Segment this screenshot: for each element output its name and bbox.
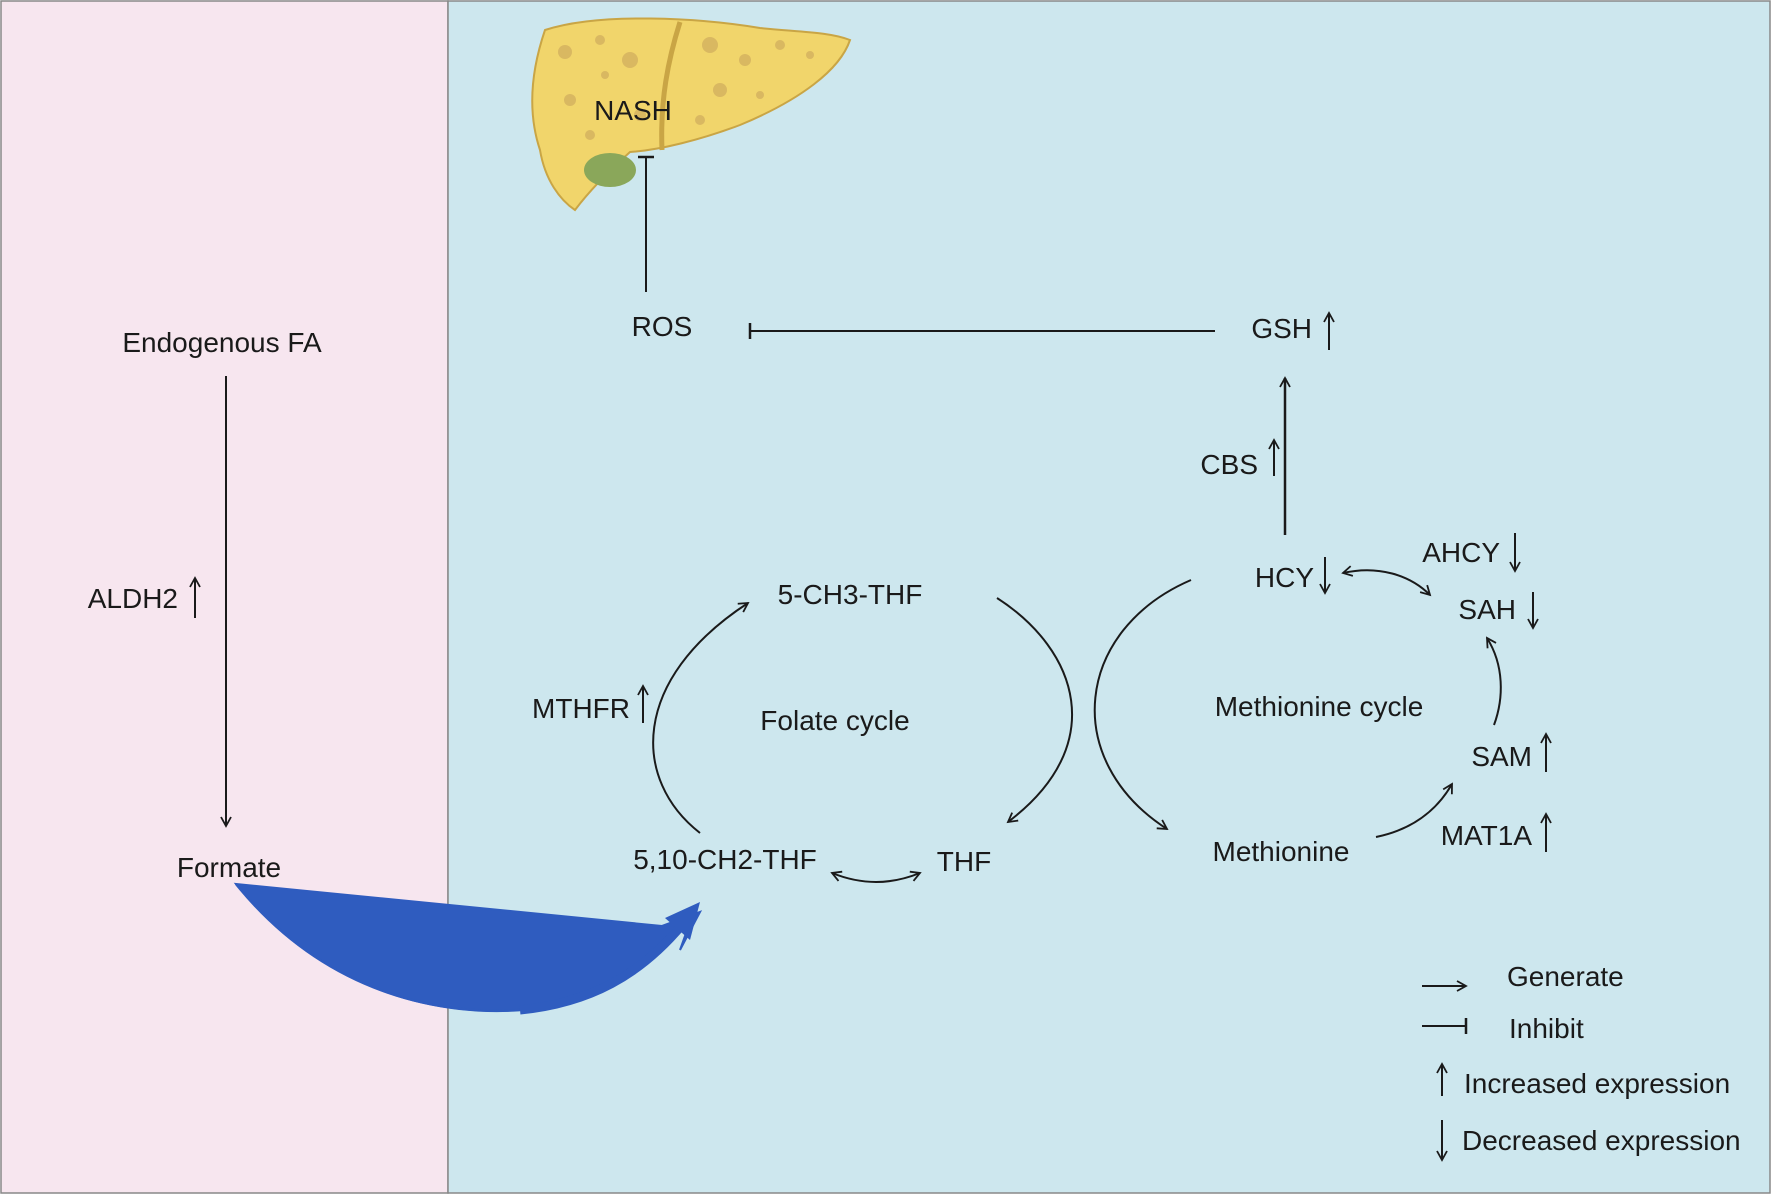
formate-arrow-head	[665, 902, 700, 940]
legend: Generate Inhibit Increased expression De…	[1422, 961, 1741, 1162]
ahcy-label: AHCY	[1422, 537, 1500, 568]
mthfr-label: MTHFR	[532, 693, 630, 724]
liver-icon	[531, 17, 852, 212]
methionine-to-sam-arrow	[1375, 782, 1453, 838]
ch3-thf-label: 5-CH3-THF	[778, 579, 923, 610]
aldh2-label: ALDH2	[88, 583, 178, 614]
ch2thf-to-ch3thf-arrow	[652, 601, 750, 834]
ch3thf-to-thf-arrow	[996, 597, 1073, 824]
methionine-cycle-label: Methionine cycle	[1215, 691, 1424, 722]
formate-arrow-thick-end	[519, 922, 686, 1015]
formate-arrow-thin-start	[235, 883, 521, 1013]
left-panel-background	[0, 0, 449, 1194]
nash-label: NASH	[594, 95, 672, 126]
mat1a-label: MAT1A	[1441, 820, 1533, 851]
right-panel-background	[447, 0, 1771, 1194]
hcy-to-methionine-arrow	[1093, 579, 1192, 831]
thf-label: THF	[937, 846, 991, 877]
gsh-label: GSH	[1251, 313, 1312, 344]
cbs-label: CBS	[1200, 449, 1258, 480]
ros-label: ROS	[632, 311, 693, 342]
endogenous-fa-label: Endogenous FA	[122, 327, 322, 358]
folate-cycle-label: Folate cycle	[760, 705, 909, 736]
methionine-label: Methionine	[1213, 836, 1350, 867]
hcy-label: HCY	[1255, 562, 1314, 593]
legend-inhibit-label: Inhibit	[1509, 1013, 1584, 1044]
legend-increased-label: Increased expression	[1464, 1068, 1730, 1099]
sam-to-sah-arrow	[1486, 636, 1502, 726]
hcy-sah-bidirectional-arrow	[1341, 565, 1432, 597]
legend-generate-label: Generate	[1507, 961, 1624, 992]
formate-label: Formate	[177, 852, 281, 883]
sam-label: SAM	[1471, 741, 1532, 772]
legend-decreased-label: Decreased expression	[1462, 1125, 1741, 1156]
ch2-thf-label: 5,10-CH2-THF	[633, 844, 817, 875]
sah-label: SAH	[1458, 594, 1516, 625]
ch2thf-thf-bidirectional-arrow	[830, 870, 922, 883]
